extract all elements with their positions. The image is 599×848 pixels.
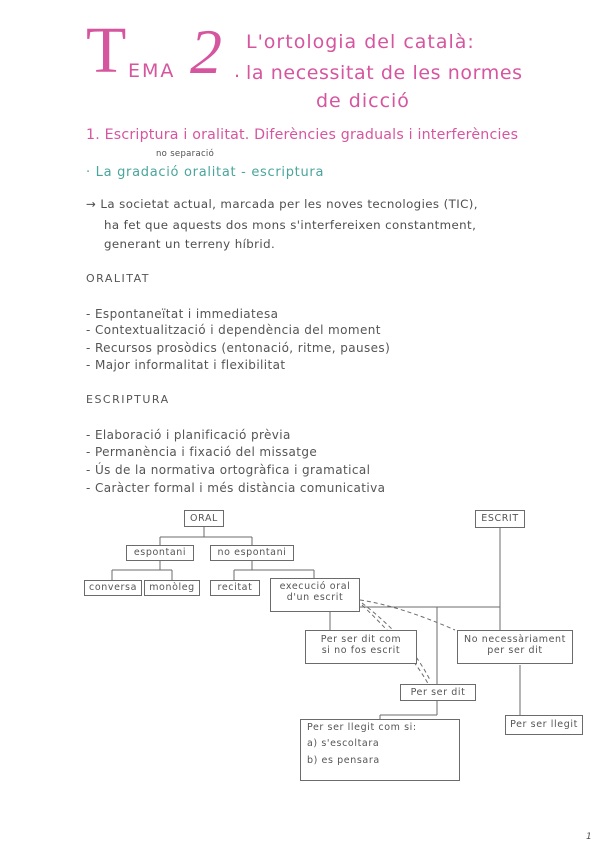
tema-label: EMA xyxy=(128,60,176,82)
margin-note: no separació xyxy=(156,149,215,159)
escriptura-item-3: - Ús de la normativa ortogràfica i grama… xyxy=(86,463,371,477)
section-heading: 1. Escriptura i oralitat. Diferències gr… xyxy=(86,127,519,143)
per-ser-dit-com-line-1: Per ser dit com xyxy=(320,634,402,645)
oralitat-item-1: - Espontaneïtat i immediatesa xyxy=(86,307,279,321)
option-a: a) s'escoltara xyxy=(307,738,380,750)
no-necessariament-line-2: per ser dit xyxy=(487,645,543,657)
no-necessariament-line-1: No necessàriament xyxy=(463,634,566,645)
per-ser-dit-com-box: Per ser dit com si no fos escrit xyxy=(305,630,417,664)
oralitat-item-2: - Contextualització i dependència del mo… xyxy=(86,323,381,337)
arrow-text-1: → La societat actual, marcada per les no… xyxy=(86,197,478,211)
tema-big-t: T xyxy=(86,14,127,87)
escriptura-item-2: - Permanència i fixació del missatge xyxy=(86,445,318,459)
per-ser-llegit-box: Per ser llegit xyxy=(505,715,583,735)
per-ser-llegit-com-si-box: Per ser llegit com si: a) s'escoltara b)… xyxy=(300,719,460,781)
per-ser-dit-box: Per ser dit xyxy=(400,684,476,701)
espontani-label: espontani xyxy=(133,547,187,558)
escrit-box: ESCRIT xyxy=(475,510,525,528)
per-ser-llegit-com-si-label: Per ser llegit com si: xyxy=(307,722,417,733)
execucio-line-2: d'un escrit xyxy=(286,592,344,604)
escriptura-item-4: - Caràcter formal i més distància comuni… xyxy=(86,481,386,495)
title-line-2: la necessitat de les normes xyxy=(246,62,523,84)
espontani-box: espontani xyxy=(126,545,194,561)
monoleg-label: monòleg xyxy=(149,582,195,593)
recitat-box: recitat xyxy=(210,580,260,596)
oral-box: ORAL xyxy=(184,510,224,527)
oralitat-item-4: - Major informalitat i flexibilitat xyxy=(86,358,286,372)
tema-number: 2 xyxy=(190,16,222,87)
recitat-label: recitat xyxy=(217,582,253,593)
per-ser-llegit-label: Per ser llegit xyxy=(510,719,578,730)
monoleg-box: monòleg xyxy=(144,580,200,596)
oralitat-heading: ORALITAT xyxy=(86,272,151,285)
oralitat-item-3: - Recursos prosòdics (entonació, ritme, … xyxy=(86,341,391,355)
execucio-box: execució oral d'un escrit xyxy=(270,578,360,612)
per-ser-dit-label: Per ser dit xyxy=(410,687,466,698)
conversa-box: conversa xyxy=(84,580,142,596)
arrow-text-3: generant un terreny híbrid. xyxy=(104,237,276,251)
option-b: b) es pensara xyxy=(307,754,380,766)
no-espontani-label: no espontani xyxy=(217,547,287,558)
escrit-label: ESCRIT xyxy=(481,513,519,524)
title-line-1: L'ortologia del català: xyxy=(246,31,475,53)
page-number: 1 xyxy=(586,832,592,842)
execucio-line-1: execució oral xyxy=(279,581,351,592)
oral-label: ORAL xyxy=(190,513,218,524)
escriptura-item-1: - Elaboració i planificació prèvia xyxy=(86,428,291,442)
conversa-label: conversa xyxy=(89,582,137,593)
title-dot: . xyxy=(234,60,241,82)
title-line-3: de dicció xyxy=(316,90,410,112)
gradation-bullet: · La gradació oralitat - escriptura xyxy=(86,165,325,180)
no-necessariament-box: No necessàriament per ser dit xyxy=(457,630,573,664)
per-ser-dit-com-line-2: si no fos escrit xyxy=(321,645,401,657)
arrow-text-2: ha fet que aquests dos mons s'interferei… xyxy=(104,218,477,232)
escriptura-heading: ESCRIPTURA xyxy=(86,393,170,406)
no-espontani-box: no espontani xyxy=(210,545,294,561)
